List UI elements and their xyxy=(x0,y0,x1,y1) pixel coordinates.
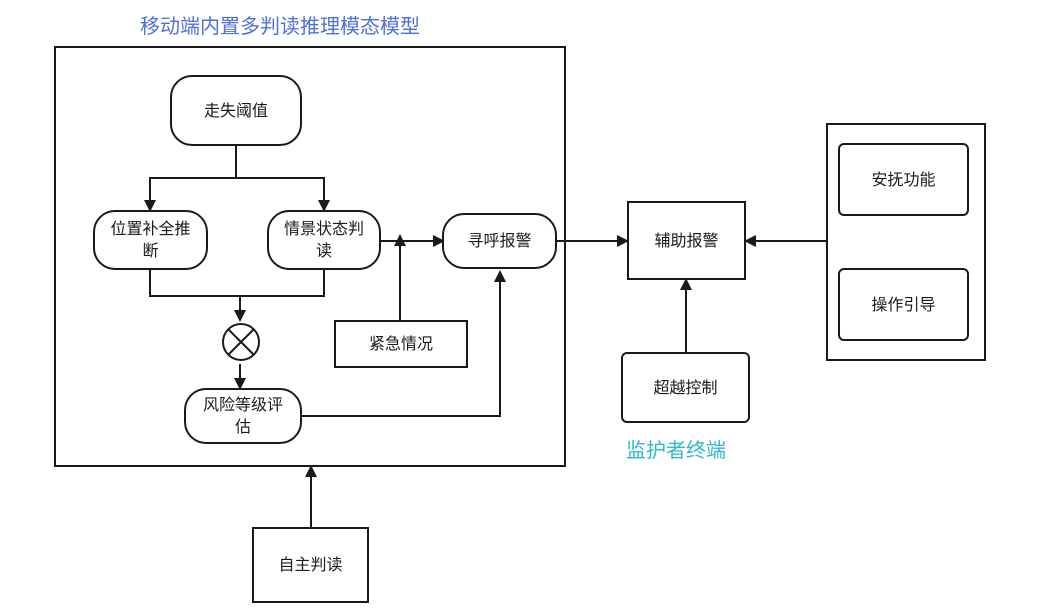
node-scene-judge: 情景状态判 读 xyxy=(267,210,381,270)
model-title: 移动端内置多判读推理模态模型 xyxy=(140,14,420,38)
model-frame xyxy=(54,46,566,467)
node-walk-threshold: 走失阈值 xyxy=(170,75,302,146)
monitor-panel xyxy=(826,123,986,361)
node-assist-alarm: 辅助报警 xyxy=(627,201,746,280)
edge-position-down xyxy=(149,270,325,297)
node-soothe: 安抚功能 xyxy=(838,143,969,216)
monitor-title: 监护者终端 xyxy=(626,438,726,462)
junction-cross xyxy=(227,328,255,356)
node-emergency: 紧急情况 xyxy=(334,320,468,368)
node-position-infer: 位置补全推 断 xyxy=(93,210,208,270)
node-auto-judge: 自主判读 xyxy=(252,527,369,603)
node-override: 超越控制 xyxy=(621,352,750,423)
node-guide: 操作引导 xyxy=(838,268,969,341)
edge-threshold-to-scene xyxy=(236,177,330,212)
node-risk-assess: 风险等级评 估 xyxy=(184,388,302,444)
edge-threshold-to-position xyxy=(144,177,236,212)
node-call-alarm: 寻呼报警 xyxy=(442,213,557,269)
edge-risk-to-call xyxy=(302,270,506,417)
